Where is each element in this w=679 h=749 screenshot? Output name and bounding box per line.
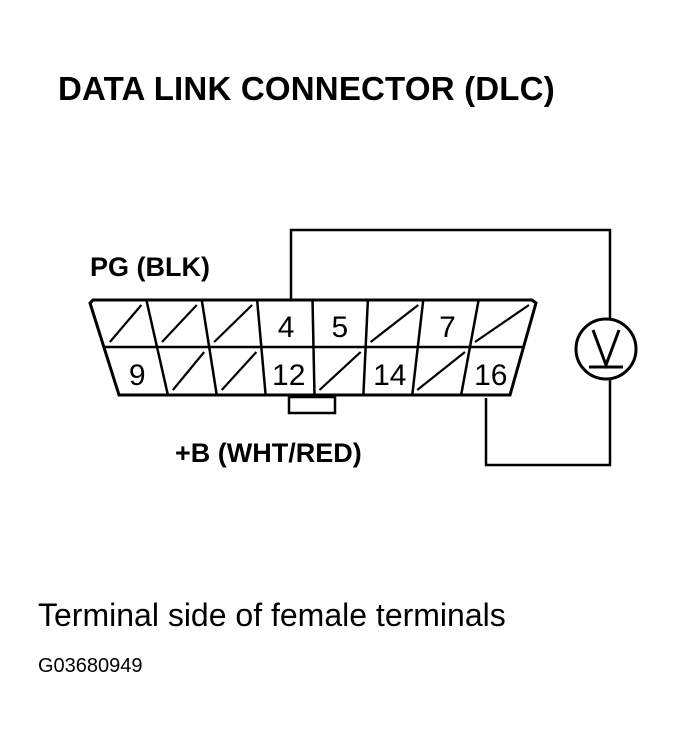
figure-code: G03680949 bbox=[38, 655, 143, 677]
empty-cavity-hatch bbox=[369, 304, 419, 343]
terminal-5-label: 5 bbox=[332, 311, 349, 344]
cavity-divider bbox=[411, 346, 420, 396]
empty-cavity-hatch bbox=[161, 304, 198, 343]
power-wire-label: +B (WHT/RED) bbox=[175, 438, 362, 468]
cavity-divider bbox=[155, 346, 170, 396]
terminal-9-label: 9 bbox=[129, 359, 146, 392]
diagram-title: DATA LINK CONNECTOR (DLC) bbox=[58, 70, 555, 107]
empty-cavity-hatch bbox=[213, 304, 253, 343]
terminal-16-label: 16 bbox=[474, 359, 507, 392]
cavity-divider bbox=[311, 299, 315, 348]
cavity-divider bbox=[145, 299, 159, 348]
empty-cavity-hatch bbox=[474, 304, 530, 343]
terminal-7-label: 7 bbox=[439, 311, 456, 344]
cavity-divider bbox=[459, 346, 472, 396]
terminal-cavities: 4 5 7 9 12 14 16 bbox=[104, 299, 530, 396]
empty-cavity-hatch bbox=[109, 304, 143, 343]
diagram-caption: Terminal side of female terminals bbox=[38, 597, 506, 633]
cavity-divider bbox=[468, 299, 480, 348]
power-to-meter-wire bbox=[484, 378, 612, 467]
terminal-12-label: 12 bbox=[272, 359, 305, 392]
cavity-divider bbox=[312, 346, 316, 396]
voltmeter-icon bbox=[574, 317, 638, 381]
cavity-divider bbox=[207, 346, 218, 396]
cavity-divider bbox=[416, 299, 425, 348]
cavity-divider bbox=[364, 299, 370, 348]
empty-cavity-hatch bbox=[172, 351, 206, 391]
terminal-14-label: 14 bbox=[373, 359, 406, 392]
cavity-divider bbox=[200, 299, 211, 348]
ground-to-meter-wire bbox=[289, 228, 612, 320]
cavity-divider bbox=[260, 346, 267, 396]
ground-wire-label: PG (BLK) bbox=[90, 252, 210, 282]
empty-cavity-hatch bbox=[220, 351, 258, 391]
empty-cavity-hatch bbox=[416, 351, 466, 391]
cavity-divider bbox=[362, 346, 367, 396]
empty-cavity-hatch bbox=[318, 351, 362, 391]
cavity-divider bbox=[255, 299, 263, 348]
terminal-4-label: 4 bbox=[278, 311, 295, 344]
connector-key-tab bbox=[287, 395, 337, 415]
